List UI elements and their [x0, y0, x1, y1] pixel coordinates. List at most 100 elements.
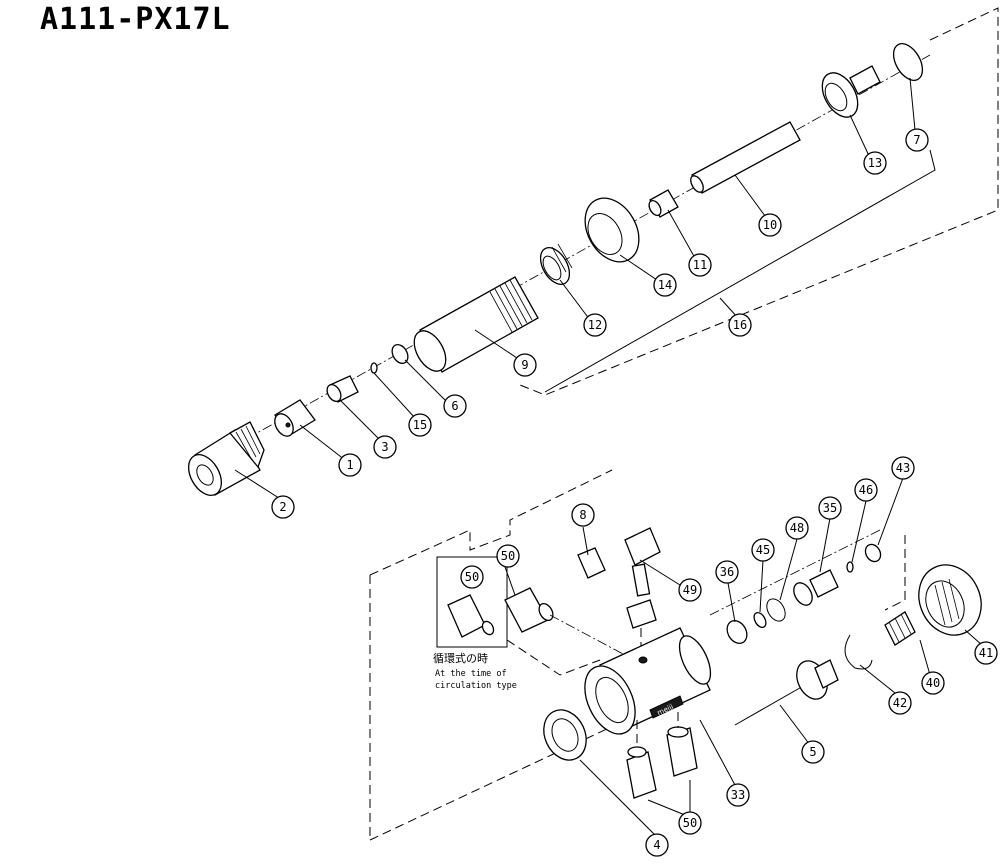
- callout-50-bottom: 50: [678, 811, 702, 835]
- callout-1: 1: [338, 453, 362, 477]
- part-12-threaded-ring: [539, 243, 573, 285]
- svg-text:13: 13: [868, 156, 882, 170]
- svg-text:10: 10: [763, 218, 777, 232]
- svg-text:50: 50: [501, 549, 515, 563]
- callout-7: 7: [905, 128, 929, 152]
- callouts: 2 1 3 15 6 9 12 16 14 11 10 13 7 8 49 50…: [271, 128, 998, 857]
- circulation-note-en-1: At the time of: [435, 669, 507, 679]
- callout-48: 48: [785, 516, 809, 540]
- part-40-spring: [884, 611, 916, 646]
- part-50-bottom-fittings: [626, 726, 698, 799]
- svg-text:14: 14: [658, 278, 672, 292]
- callout-12: 12: [583, 313, 607, 337]
- part-5-needle: [734, 659, 839, 726]
- part-14-collar: [584, 197, 640, 263]
- svg-text:11: 11: [693, 258, 707, 272]
- part-2-nozzle-cap: [187, 421, 265, 496]
- svg-text:45: 45: [756, 543, 770, 557]
- model-title: A111-PX17L: [40, 2, 231, 37]
- svg-text:48: 48: [790, 521, 804, 535]
- callout-33: 33: [726, 783, 750, 807]
- part-3-spring-guide: [326, 375, 359, 403]
- part-9-threaded-tube: [413, 276, 539, 373]
- callout-3: 3: [373, 435, 397, 459]
- svg-text:1: 1: [346, 458, 353, 472]
- circulation-note-en-2: circulation type: [435, 681, 517, 691]
- svg-text:12: 12: [588, 318, 602, 332]
- lower-group-outline: [369, 469, 613, 576]
- circulation-note-jp: 循環式の時: [433, 652, 488, 665]
- svg-text:7: 7: [913, 133, 920, 147]
- group-16-outline: [519, 7, 999, 396]
- callout-50-side: 50: [496, 544, 520, 568]
- part-8-plug: [577, 547, 606, 579]
- callout-6: 6: [443, 394, 467, 418]
- callout-49: 49: [678, 578, 702, 602]
- svg-text:8: 8: [579, 508, 586, 522]
- svg-text:3: 3: [381, 440, 388, 454]
- part-13-adapter: [821, 65, 881, 118]
- part-46-washer: [846, 561, 854, 573]
- part-15-washer: [370, 362, 378, 374]
- callout-36: 36: [715, 560, 739, 584]
- svg-text:43: 43: [896, 461, 910, 475]
- callout-46: 46: [854, 478, 878, 502]
- svg-text:16: 16: [733, 318, 747, 332]
- callout-42: 42: [888, 691, 912, 715]
- part-50-side-fitting: [504, 587, 554, 633]
- callout-11: 11: [688, 253, 712, 277]
- callout-14: 14: [653, 273, 677, 297]
- callout-16: 16: [728, 313, 752, 337]
- part-41-knob: [918, 564, 982, 636]
- callout-40: 40: [921, 671, 945, 695]
- part-6-ring: [391, 344, 409, 364]
- svg-text:4: 4: [653, 838, 660, 852]
- leader-lines: [234, 77, 983, 836]
- part-7-ring: [892, 43, 924, 81]
- part-43-cap: [864, 543, 882, 563]
- svg-text:33: 33: [731, 788, 745, 802]
- part-33-body: meiji: [584, 627, 712, 735]
- callout-45: 45: [751, 538, 775, 562]
- callout-5: 5: [801, 740, 825, 764]
- svg-text:50: 50: [465, 570, 479, 584]
- part-4-ring: [543, 709, 587, 761]
- lower-axis: [709, 529, 881, 616]
- part-50-box-fitting: [447, 594, 495, 638]
- callout-9: 9: [513, 353, 537, 377]
- svg-text:46: 46: [859, 483, 873, 497]
- part-45-seal: [753, 611, 767, 629]
- callout-13: 13: [863, 151, 887, 175]
- callout-35: 35: [818, 496, 842, 520]
- svg-text:6: 6: [451, 399, 458, 413]
- callout-43: 43: [891, 456, 915, 480]
- part-36-seat: [726, 620, 748, 644]
- part-1-nozzle: [274, 399, 316, 437]
- svg-text:50: 50: [683, 816, 697, 830]
- svg-text:40: 40: [926, 676, 940, 690]
- svg-text:36: 36: [720, 565, 734, 579]
- callout-8: 8: [571, 503, 595, 527]
- svg-text:35: 35: [823, 501, 837, 515]
- svg-text:41: 41: [979, 646, 993, 660]
- part-11-fitting: [648, 189, 679, 218]
- callout-15: 15: [408, 413, 432, 437]
- part-35-packing-screw: [793, 569, 839, 606]
- callout-10: 10: [758, 213, 782, 237]
- callout-50-box: 50: [460, 565, 484, 589]
- part-48-oring: [766, 598, 786, 622]
- part-10-pipe: [690, 121, 801, 194]
- svg-text:15: 15: [413, 418, 427, 432]
- svg-text:5: 5: [809, 745, 816, 759]
- part-49-elbow: [624, 527, 661, 629]
- svg-text:49: 49: [683, 583, 697, 597]
- svg-text:42: 42: [893, 696, 907, 710]
- callout-2: 2: [271, 495, 295, 519]
- group-16-bracket: [544, 149, 936, 393]
- svg-text:9: 9: [521, 358, 528, 372]
- callout-41: 41: [974, 641, 998, 665]
- svg-text:2: 2: [279, 500, 286, 514]
- part-42-clip: [844, 634, 873, 670]
